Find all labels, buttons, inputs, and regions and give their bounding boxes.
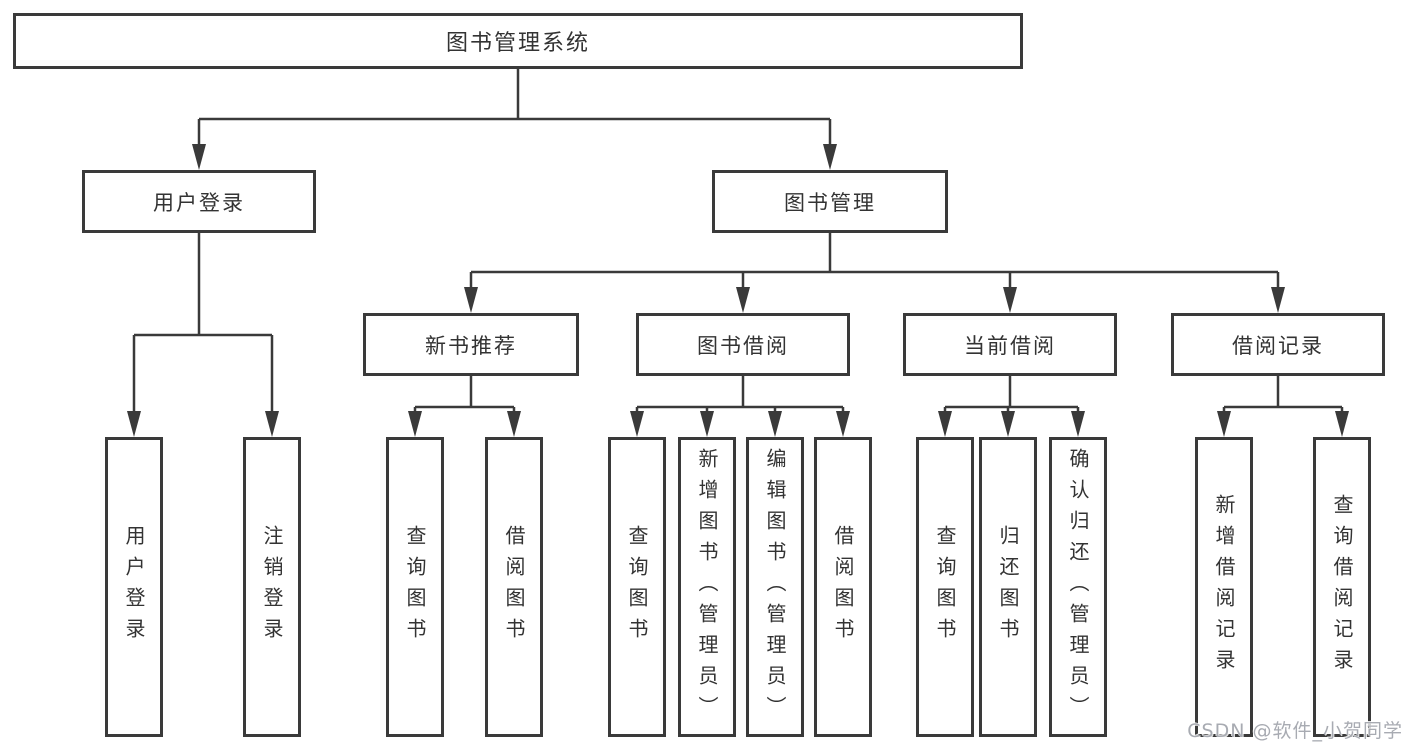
leaf-label: 确认归还（管理员） [1066,447,1090,727]
leaf-query-books-current: 查询图书 [916,437,974,737]
leaf-label: 查询借阅记录 [1330,494,1354,680]
connector-book-borrowing-to-leaves [635,376,845,415]
node-user-login: 用户登录 [82,170,316,233]
leaf-label: 借阅图书 [831,525,855,649]
leaf-label: 用户登录 [122,525,146,649]
node-new-book-recommendation: 新书推荐 [363,313,579,376]
leaf-add-borrow-record: 新增借阅记录 [1195,437,1253,737]
connector-new-book-recommendation-to-leaves [413,376,516,415]
leaf-query-books-borrowing: 查询图书 [608,437,666,737]
node-label: 用户登录 [153,190,245,215]
node-label: 借阅记录 [1232,333,1324,358]
leaf-confirm-return-admin: 确认归还（管理员） [1049,437,1107,737]
leaf-user-login: 用户登录 [105,437,163,737]
leaf-label: 查询图书 [403,525,427,649]
leaf-query-books-recommend: 查询图书 [386,437,444,737]
leaf-label: 查询图书 [625,525,649,649]
connector-current-borrowing-to-leaves [943,376,1080,415]
leaf-logout: 注销登录 [243,437,301,737]
node-label: 新书推荐 [425,333,517,358]
leaf-label: 新增图书（管理员） [695,447,719,727]
leaf-borrow-books-recommend: 借阅图书 [485,437,543,737]
arrowheads [127,144,1349,437]
node-library-management-system: 图书管理系统 [13,13,1023,69]
leaf-label: 新增借阅记录 [1212,494,1236,680]
leaf-label: 注销登录 [260,525,284,649]
connector-borrowing-records-to-leaves [1222,376,1344,415]
node-label: 图书管理 [784,190,876,215]
connector-book-management-to-level3 [469,233,1280,292]
leaf-label: 归还图书 [996,525,1020,649]
leaf-label: 查询图书 [933,525,957,649]
leaf-borrow-books-borrowing: 借阅图书 [814,437,872,737]
node-book-borrowing: 图书借阅 [636,313,850,376]
leaf-query-borrow-record: 查询借阅记录 [1313,437,1371,737]
node-label: 当前借阅 [964,333,1056,358]
leaf-edit-book-admin: 编辑图书（管理员） [746,437,804,737]
connector-user-login-to-leaves [132,233,274,415]
node-book-management: 图书管理 [712,170,948,233]
node-label: 图书借阅 [697,333,789,358]
leaf-add-book-admin: 新增图书（管理员） [678,437,736,737]
watermark-text: CSDN @软件_小贺同学 [1187,720,1403,742]
leaf-return-book: 归还图书 [979,437,1037,737]
node-label: 图书管理系统 [445,31,590,56]
leaf-label: 编辑图书（管理员） [763,447,787,727]
node-current-borrowing: 当前借阅 [903,313,1117,376]
connector-root-to-level2 [197,69,832,148]
leaf-label: 借阅图书 [502,525,526,649]
node-borrowing-records: 借阅记录 [1171,313,1385,376]
